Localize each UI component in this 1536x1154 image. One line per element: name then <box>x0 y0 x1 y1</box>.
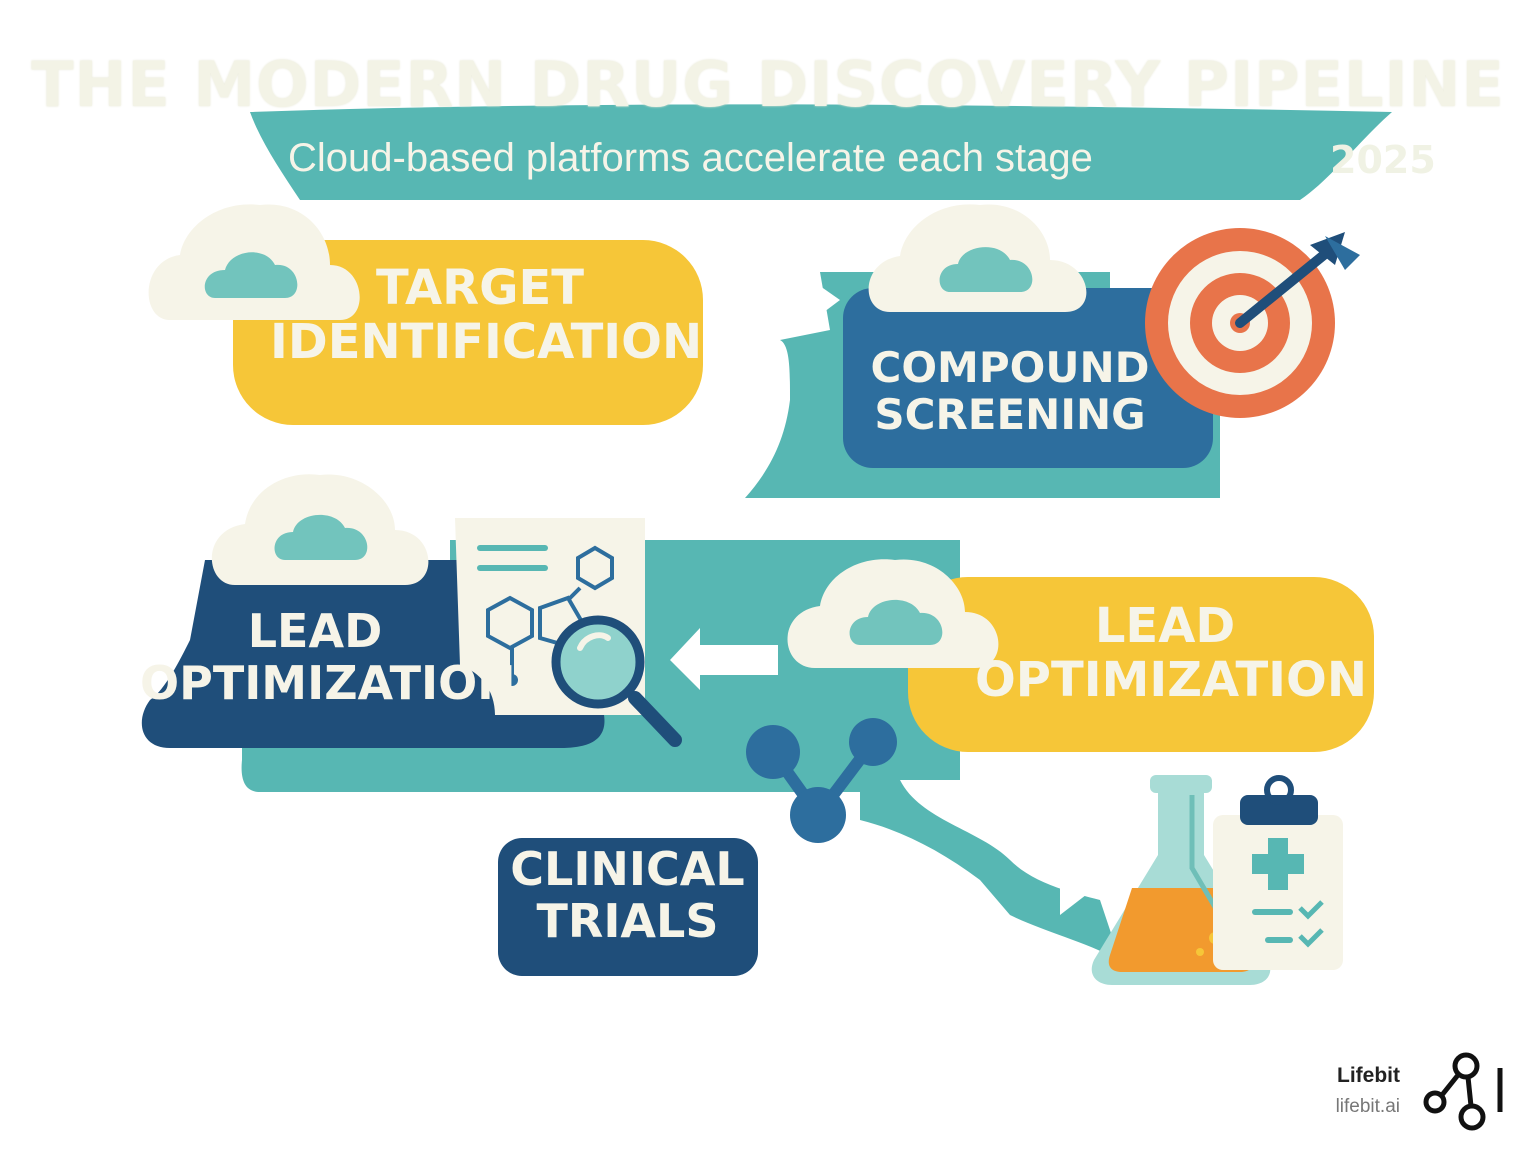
subtitle-band <box>250 104 1392 200</box>
stage-box-clinical <box>498 838 758 976</box>
stage-label-compound-screening: COMPOUND SCREENING <box>870 343 1150 440</box>
stage-label-lead-optimization-right: LEAD OPTIMIZATION <box>975 598 1368 708</box>
stage-pill-lead-right <box>908 577 1374 752</box>
cloud-icon <box>868 204 1087 312</box>
magnifier-icon <box>551 615 682 747</box>
stage-label-lead-optimization-left: LEAD OPTIMIZATION <box>140 604 516 710</box>
brand-name: Lifebit <box>1337 1064 1400 1087</box>
cloud-icon <box>211 474 429 585</box>
year-label: 2025 <box>1330 138 1436 182</box>
stage-box-compound <box>843 288 1213 468</box>
cloud-icon <box>787 559 999 668</box>
cloud-icon <box>148 204 360 320</box>
flow-arrow-2 <box>670 628 700 690</box>
page-title: THE MODERN DRUG DISCOVERY PIPELINE <box>31 48 1505 121</box>
flow-arrow-1 <box>800 272 840 330</box>
stage-label-clinical-trials: CLINICAL TRIALS <box>510 842 745 948</box>
lifebit-logo-icon <box>1423 1052 1503 1131</box>
flow-arrow-3 <box>1060 860 1095 915</box>
clipboard-icon <box>1213 775 1343 970</box>
target-icon <box>1145 228 1360 418</box>
molecule-icon <box>746 718 897 843</box>
stage-label-target-identification: TARGET IDENTIFICATION <box>270 260 703 370</box>
brand-url: lifebit.ai <box>1335 1096 1400 1117</box>
flow-arrow-2-tail <box>698 645 778 675</box>
page-subtitle: Cloud-based platforms accelerate each st… <box>288 136 1093 180</box>
